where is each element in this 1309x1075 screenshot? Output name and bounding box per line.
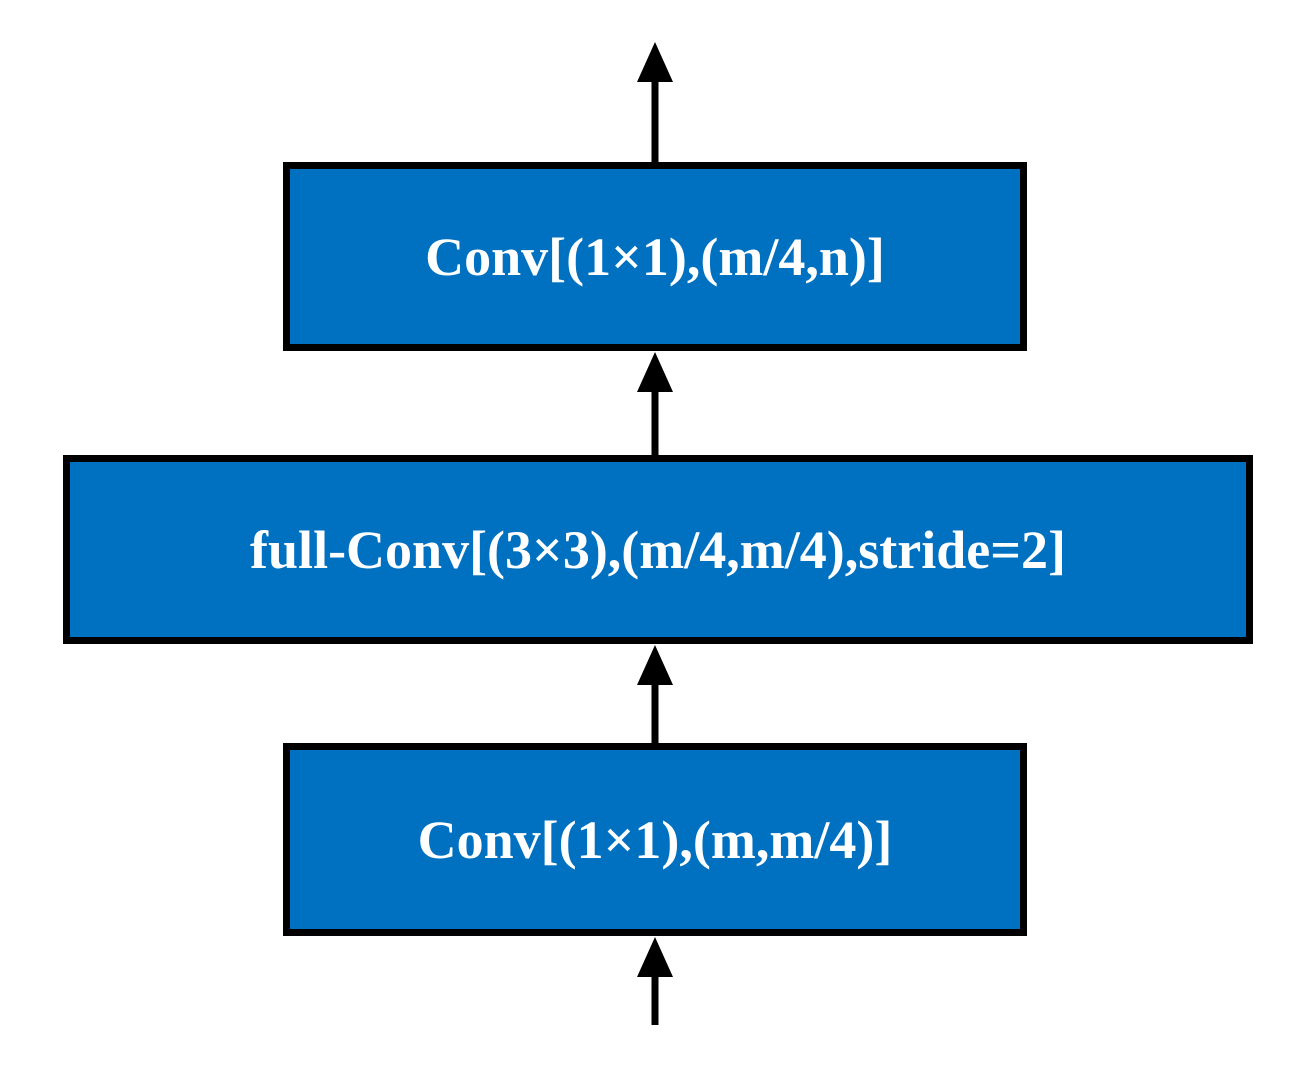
output-arrow <box>637 42 673 162</box>
full-conv-block-middle: full-Conv[(3×3),(m/4,m/4),stride=2] <box>63 455 1253 644</box>
conv-block-top: Conv[(1×1),(m/4,n)] <box>283 162 1027 351</box>
conv-block-bottom-label: Conv[(1×1),(m,m/4)] <box>417 809 893 870</box>
full-conv-block-middle-label: full-Conv[(3×3),(m/4,m/4),stride=2] <box>250 519 1066 580</box>
conv-block-bottom: Conv[(1×1),(m,m/4)] <box>283 743 1027 936</box>
input-arrow <box>637 937 673 1025</box>
arrow-bottom-to-middle <box>637 645 673 743</box>
conv-block-top-label: Conv[(1×1),(m/4,n)] <box>425 226 885 287</box>
arrow-middle-to-top <box>637 352 673 455</box>
